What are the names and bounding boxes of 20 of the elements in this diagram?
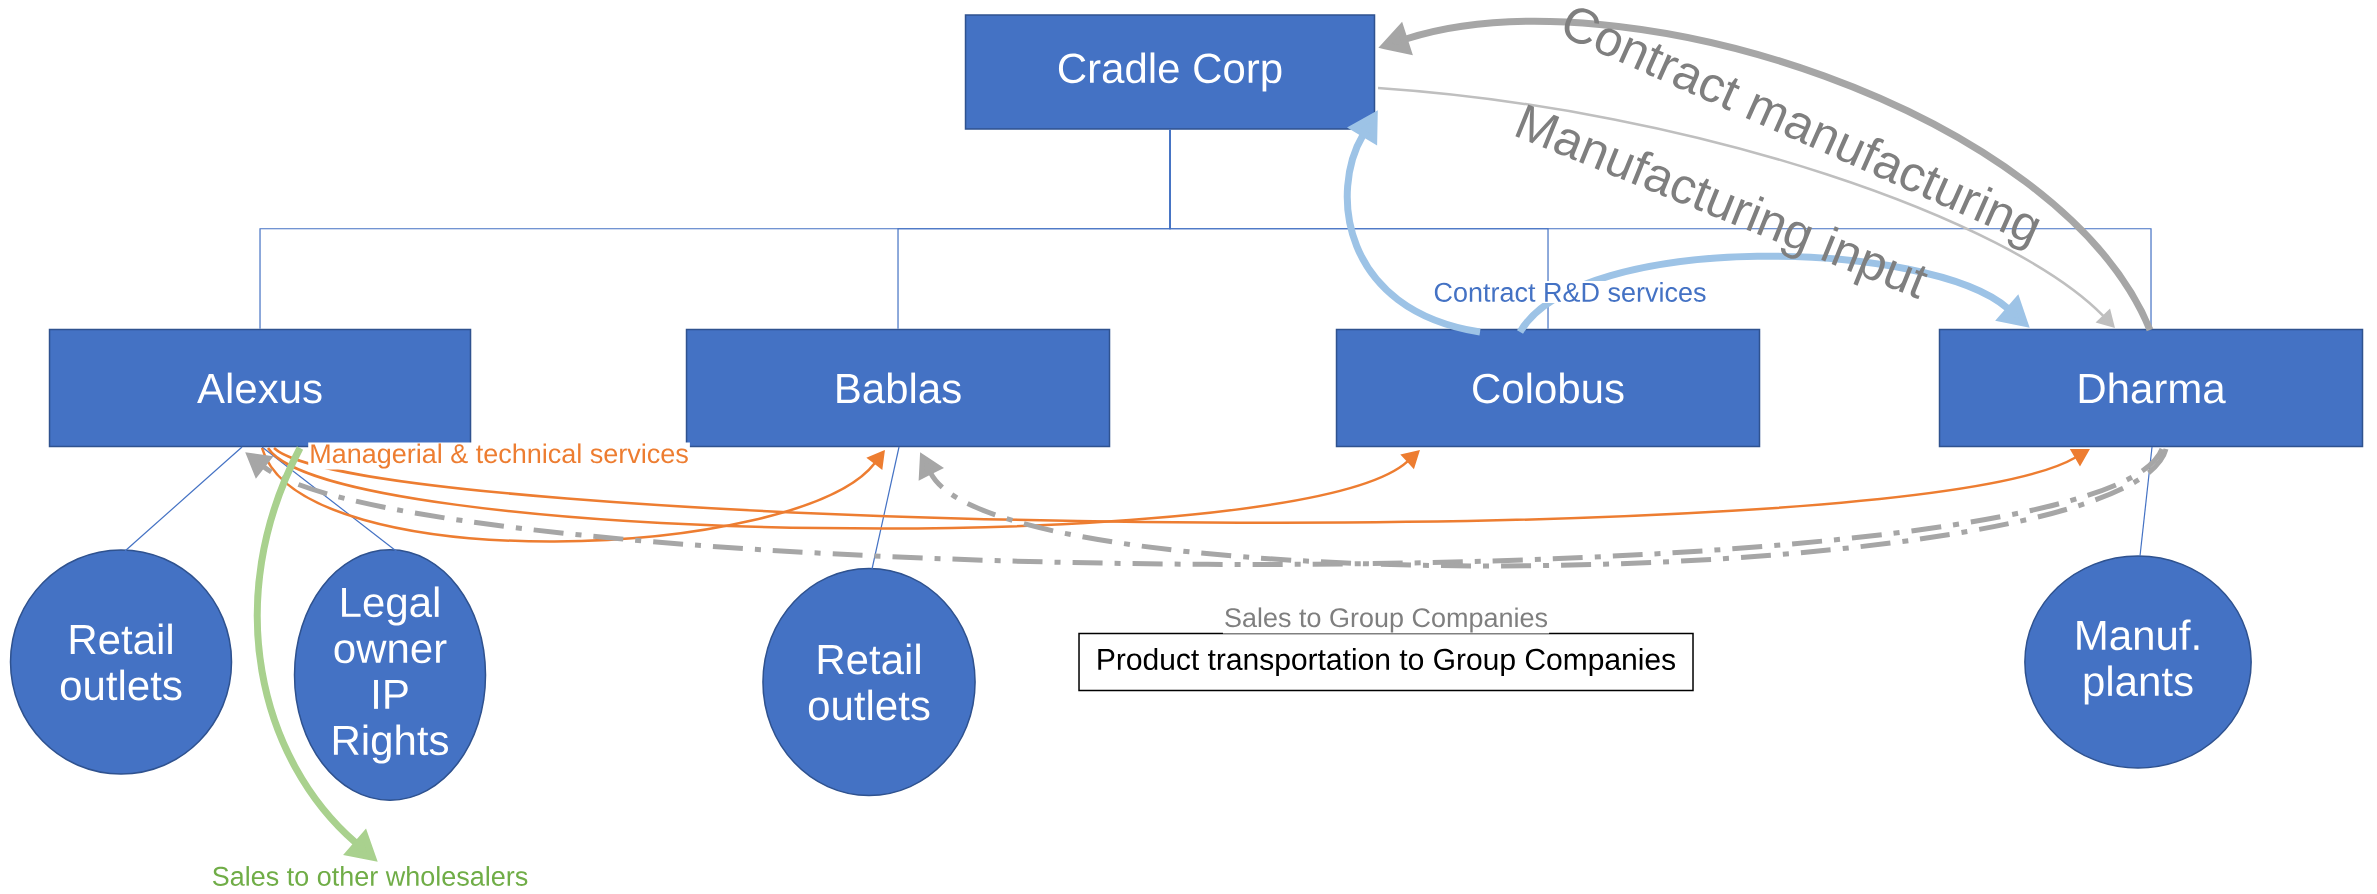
ellipse-node: Manuf. plants	[2024, 555, 2252, 769]
ellipse-node: Retail outlets	[9, 549, 233, 775]
ellipse-node: Legal owner IP Rights	[293, 549, 487, 801]
connector-line	[2139, 446, 2153, 557]
org-box: Colobus	[1335, 328, 1761, 448]
edge-label: Contract R&D services	[1432, 281, 1708, 303]
arrow	[267, 446, 1420, 530]
arrow	[918, 447, 2168, 568]
edge-label: Sales to Group Companies	[1222, 606, 1550, 634]
org-box: Cradle Corp	[964, 14, 1376, 130]
edge-label: Sales to other wholesalers	[210, 865, 530, 887]
ellipse-node: Retail outlets	[762, 567, 976, 797]
arrow	[273, 446, 2090, 524]
edge-label: Managerial & technical services	[308, 442, 690, 470]
arrow	[260, 447, 885, 543]
connector-line	[871, 446, 900, 570]
arrow	[1377, 86, 2115, 328]
connector-line	[124, 446, 243, 552]
org-box: Bablas	[685, 328, 1111, 448]
org-box: Dharma	[1938, 328, 2364, 448]
